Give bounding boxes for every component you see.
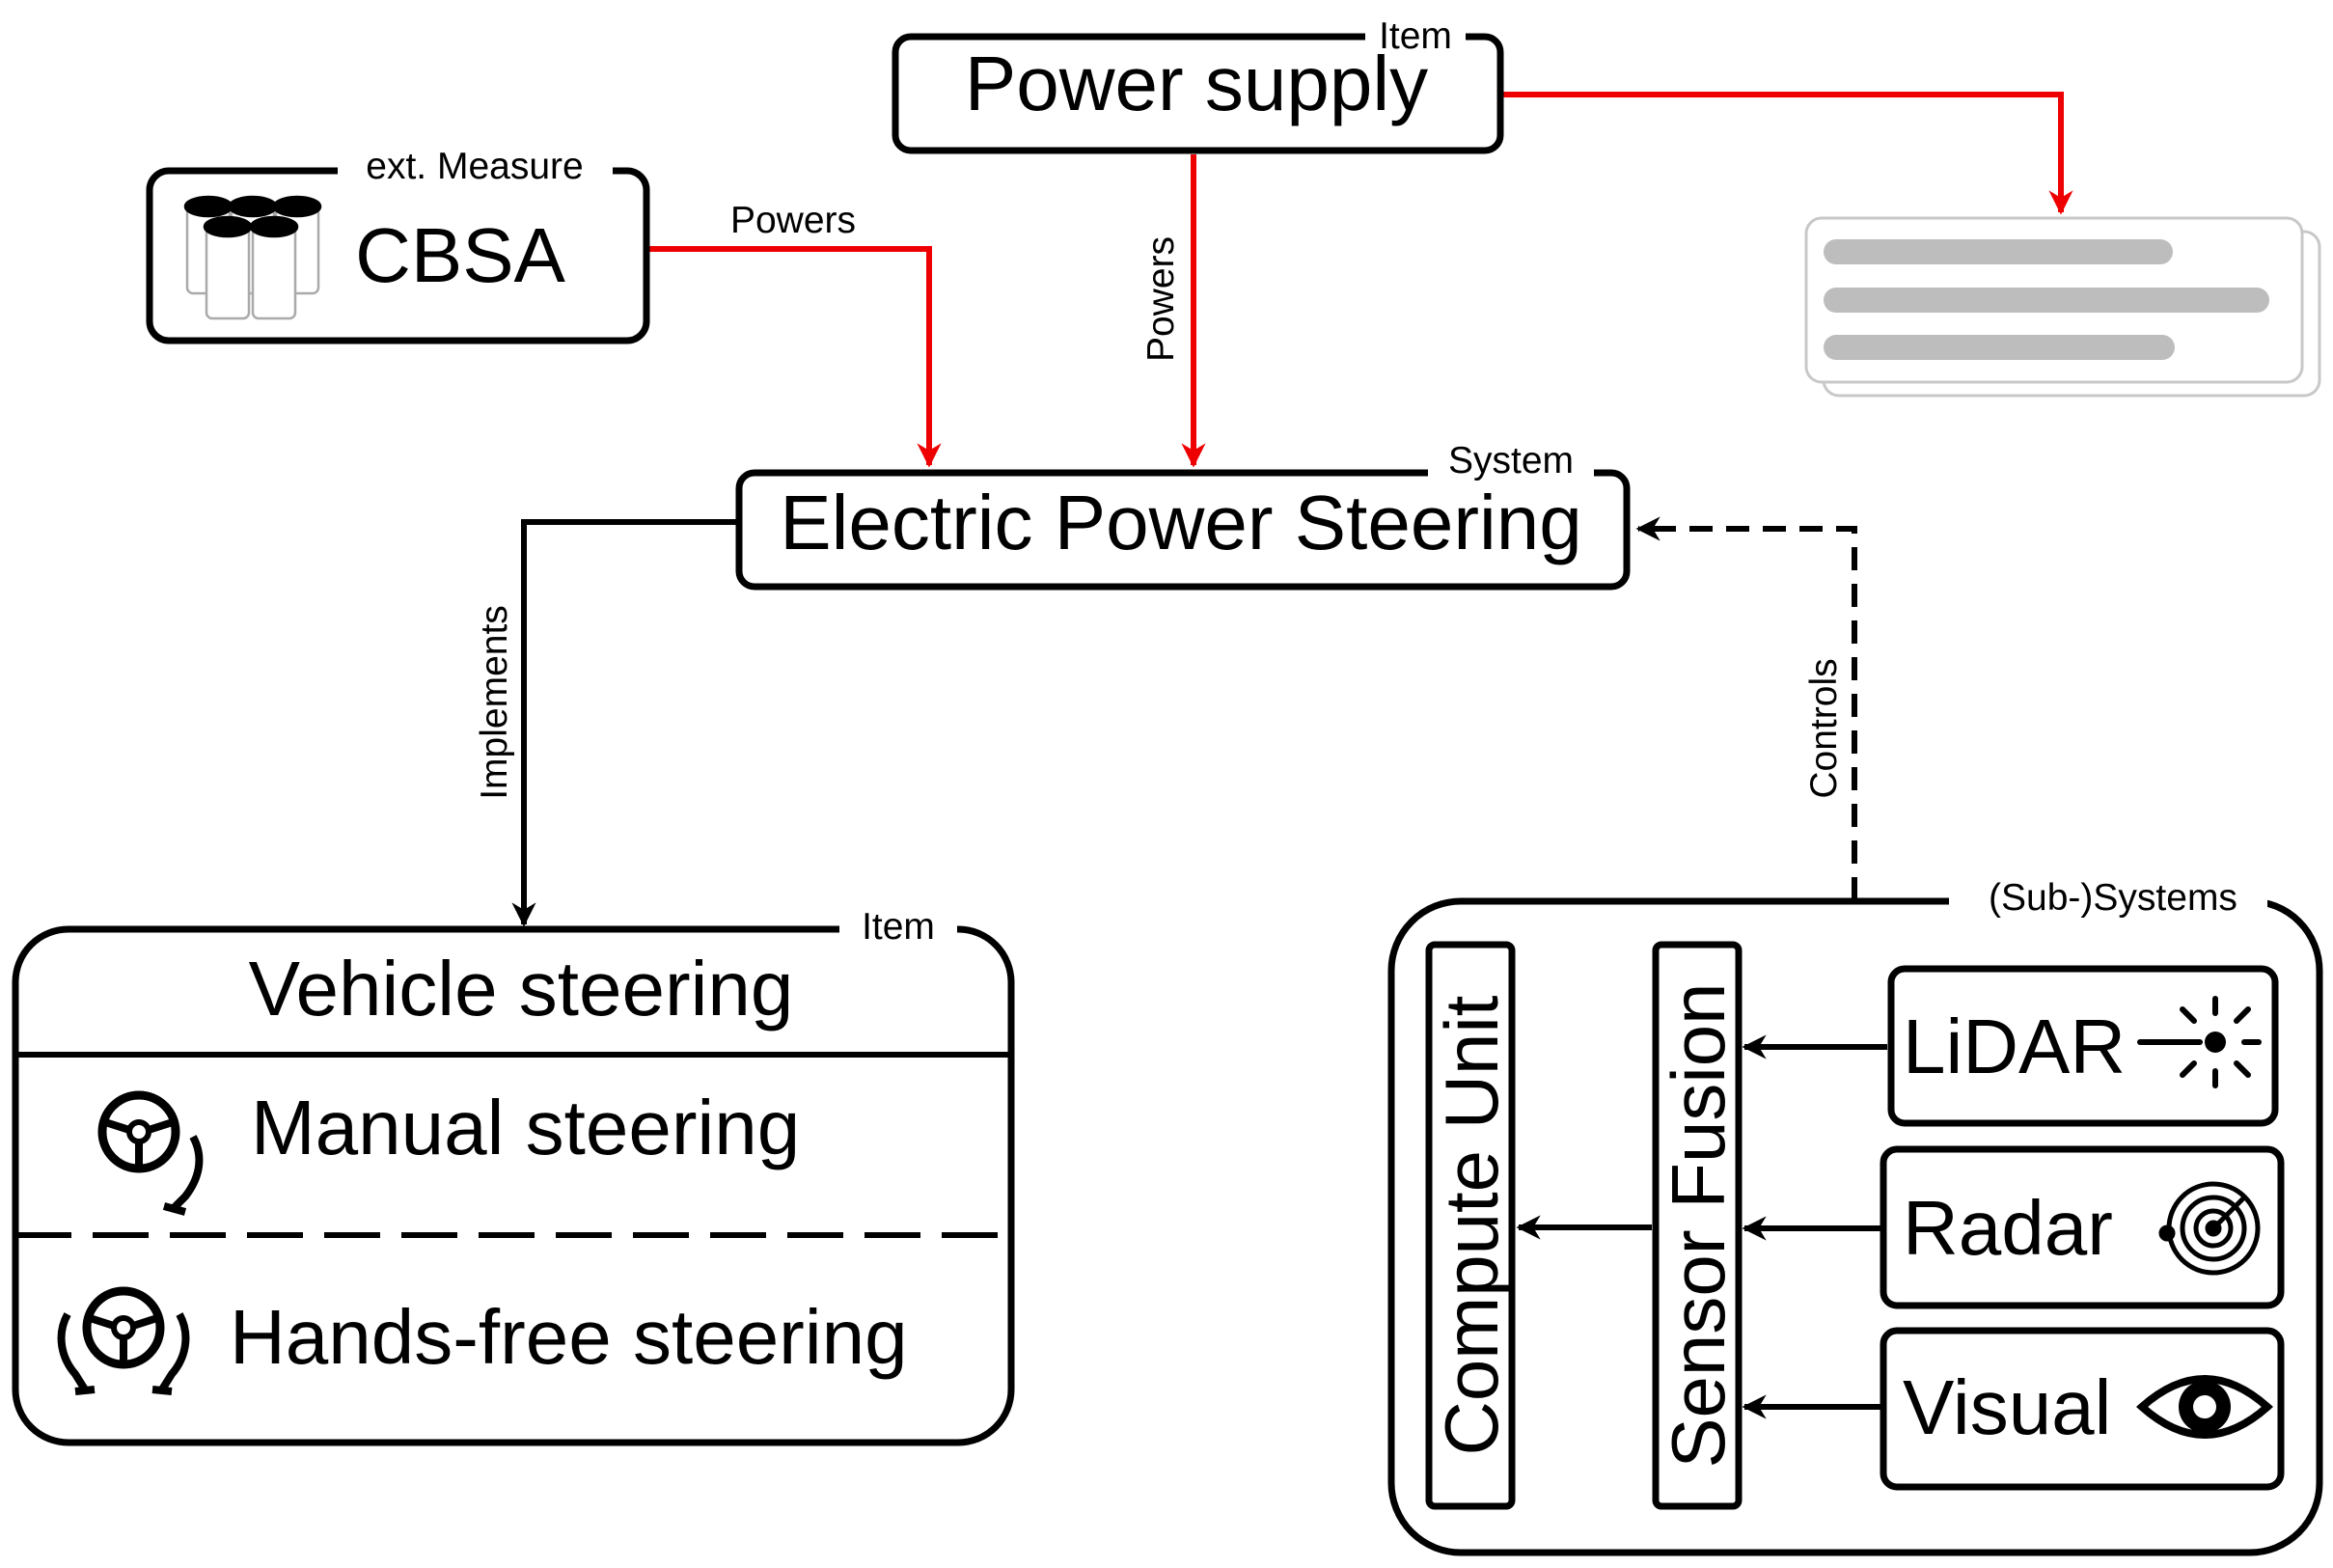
placeholder-card bbox=[1804, 216, 2321, 398]
hands-free-steering-label: Hands-free steering bbox=[230, 1294, 908, 1380]
cbsa-node[interactable]: ext. Measure CBSA bbox=[146, 146, 650, 344]
visual-label: Visual bbox=[1903, 1364, 2111, 1450]
power-supply-tag: Item bbox=[1379, 15, 1452, 57]
edge-label-supply-powers: Powers bbox=[1140, 236, 1182, 362]
vehicle-steering-title: Vehicle steering bbox=[249, 946, 794, 1032]
compute-unit-box[interactable]: Compute Unit bbox=[1425, 941, 1516, 1510]
battery-cells-icon bbox=[183, 195, 322, 320]
manual-steering-label: Manual steering bbox=[251, 1085, 800, 1170]
radar-label: Radar bbox=[1903, 1185, 2113, 1271]
subsystems-node[interactable]: (Sub-)Systems Compute Unit Sensor Fusion… bbox=[1387, 877, 2323, 1556]
eps-node[interactable]: System Electric Power Steering bbox=[735, 440, 1631, 591]
sensor-fusion-label: Sensor Fusion bbox=[1656, 983, 1741, 1469]
eye-icon bbox=[2135, 1375, 2274, 1439]
cbsa-label: CBSA bbox=[355, 212, 565, 298]
steering-wheel-hand-icon bbox=[97, 1090, 204, 1216]
edge-cbsa-to-eps bbox=[649, 246, 942, 468]
edge-label-controls: Controls bbox=[1803, 658, 1845, 798]
eps-label: Electric Power Steering bbox=[780, 480, 1581, 565]
laser-burst-icon bbox=[2137, 996, 2262, 1088]
lidar-box[interactable]: LiDAR bbox=[1887, 965, 2279, 1127]
steering-wheel-hands-off-icon bbox=[57, 1286, 190, 1395]
eps-tag: System bbox=[1448, 440, 1574, 481]
radar-box[interactable]: Radar bbox=[1880, 1145, 2285, 1309]
compute-unit-label: Compute Unit bbox=[1429, 995, 1514, 1455]
visual-box[interactable]: Visual bbox=[1880, 1327, 2285, 1491]
edges: Powers Powers Implements Controls bbox=[474, 92, 2073, 927]
edge-label-cbsa-powers: Powers bbox=[730, 200, 856, 241]
vehicle-steering-tag: Item bbox=[862, 906, 935, 948]
vehicle-steering-node[interactable]: Item Vehicle steering Manual steering bbox=[12, 906, 1015, 1446]
radar-icon bbox=[2158, 1181, 2261, 1276]
edge-label-implements: Implements bbox=[474, 605, 515, 800]
subsystems-tag: (Sub-)Systems bbox=[1989, 877, 2237, 919]
edge-eps-to-vehicle bbox=[511, 519, 736, 927]
power-supply-node[interactable]: Item Power supply bbox=[892, 15, 1504, 154]
edge-subsystems-to-eps bbox=[1635, 516, 1857, 900]
lidar-label: LiDAR bbox=[1903, 1004, 2126, 1089]
power-supply-label: Power supply bbox=[965, 41, 1428, 126]
sensor-fusion-box[interactable]: Sensor Fusion bbox=[1652, 941, 1743, 1510]
edge-supply-to-placeholder bbox=[1500, 92, 2073, 215]
cbsa-tag: ext. Measure bbox=[366, 146, 583, 187]
